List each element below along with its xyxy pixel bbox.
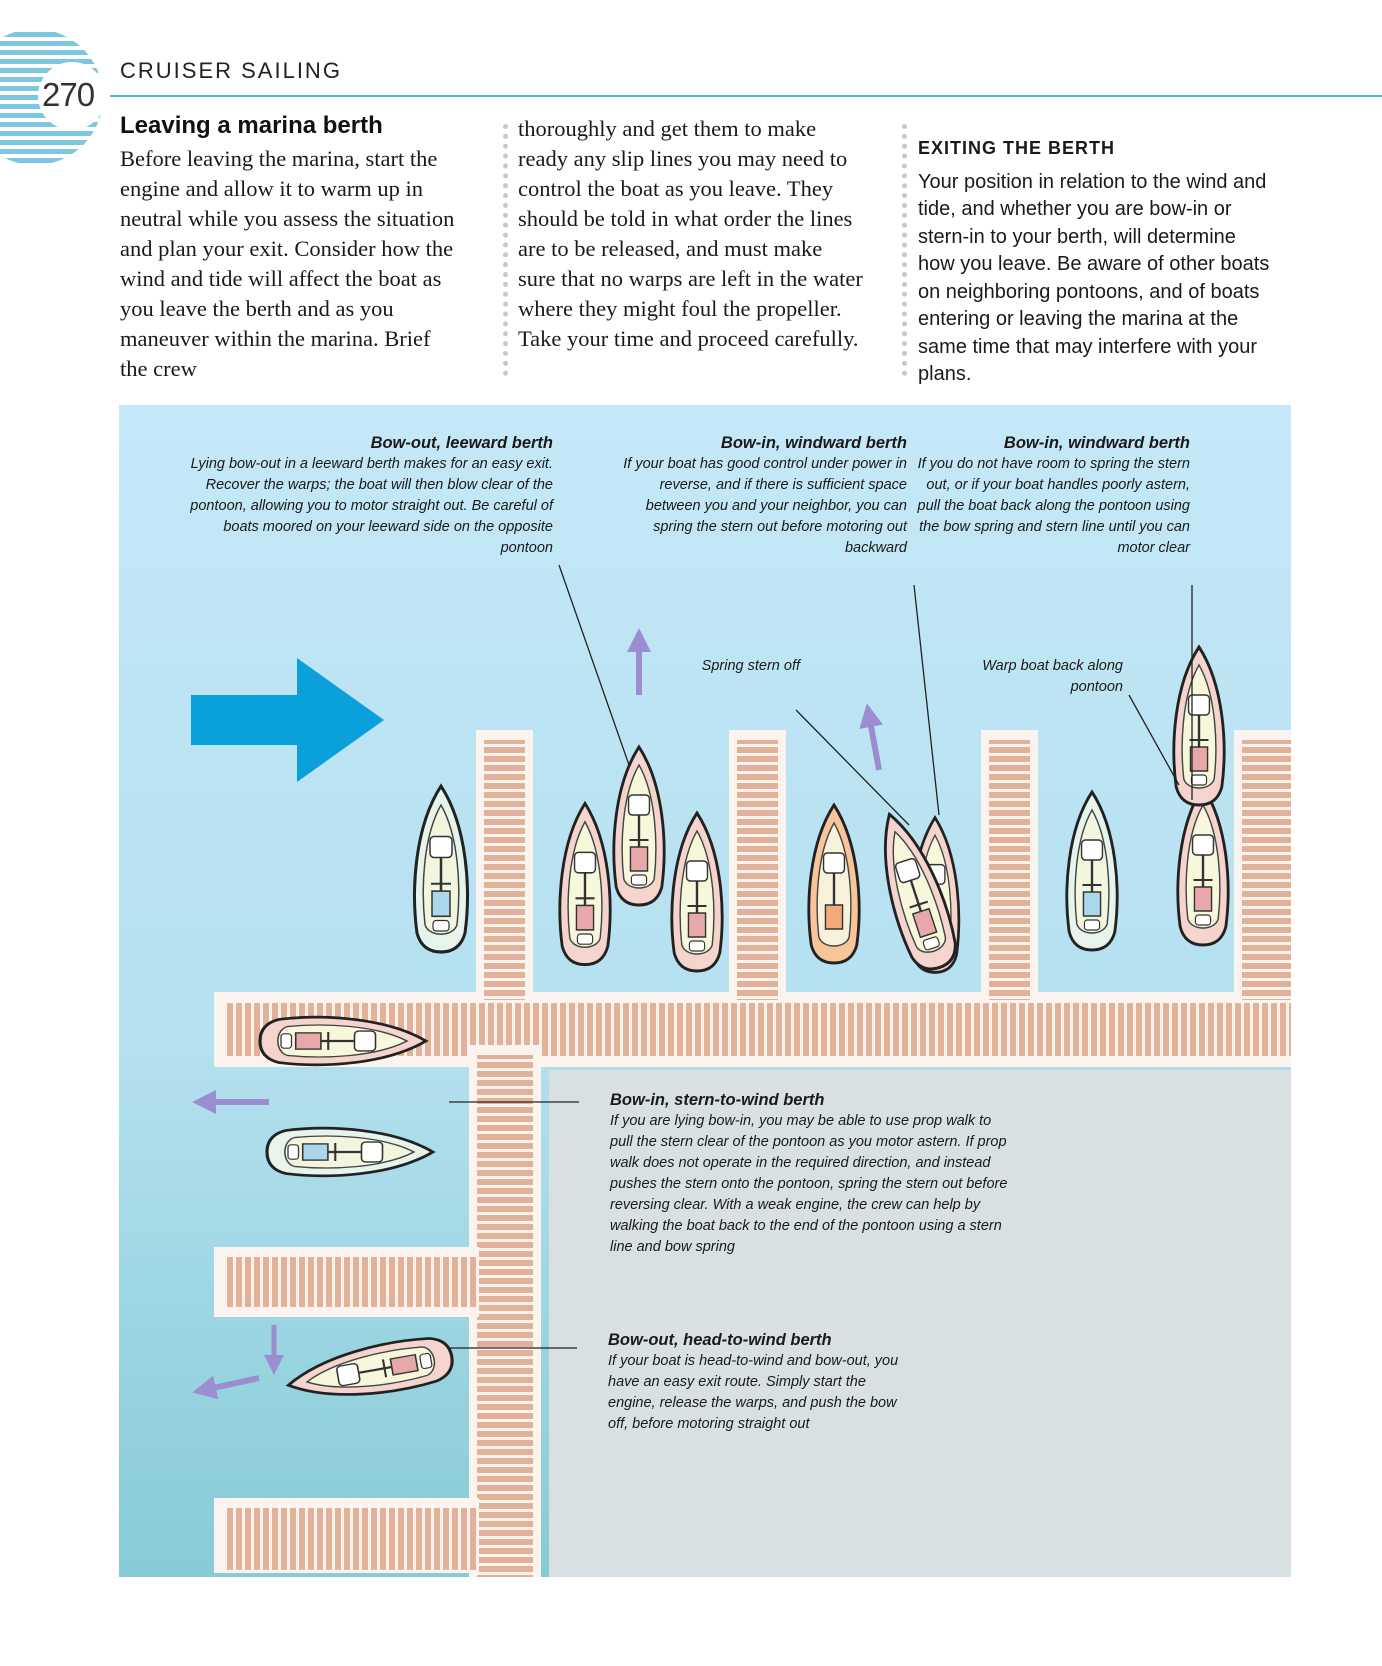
body-column-3: EXITING THE BERTH Your position in relat… [918,135,1278,389]
callout-text: If you are lying bow-in, you may be able… [610,1113,1008,1255]
callout-text: If you do not have room to spring the st… [917,456,1191,556]
page-number: 270 [42,76,95,113]
callout-bow-in-stern-to-wind: Bow-in, stern-to-wind berth If you are l… [610,1090,1010,1258]
body-column-2: thoroughly and get them to make ready an… [518,116,863,351]
wind-direction-arrow [191,658,384,782]
header-rule [110,95,1382,97]
exiting-berth-text: Your position in relation to the wind an… [918,170,1270,386]
body-column-1: Before leaving the marina, start the eng… [120,146,455,381]
exiting-berth-heading: EXITING THE BERTH [918,138,1116,158]
callout-bow-in-windward-warp: Bow-in, windward berth If you do not hav… [915,433,1191,559]
marina-diagram [119,405,1291,1577]
callout-bow-in-windward-spring: Bow-in, windward berth If your boat has … [615,433,907,559]
callout-title: Bow-in, windward berth [720,434,907,452]
label-warp-boat-back: Warp boat back along pontoon [982,658,1123,695]
callout-text: If your boat has good control under powe… [623,456,907,556]
callout-title: Bow-out, leeward berth [370,434,553,452]
column-divider [902,124,907,376]
section-title: CRUISER SAILING [120,58,342,83]
label-spring-stern-off: Spring stern off [701,658,800,674]
callout-text: If your boat is head-to-wind and bow-out… [608,1353,899,1432]
callout-title: Bow-in, stern-to-wind berth [610,1091,825,1109]
column-divider [503,124,508,376]
callout-title: Bow-in, windward berth [1003,434,1190,452]
article-heading: Leaving a marina berth [120,112,383,139]
callout-text: Lying bow-out in a leeward berth makes f… [190,456,553,556]
callout-bow-out-head-to-wind: Bow-out, head-to-wind berth If your boat… [608,1330,908,1435]
callout-bow-out-leeward: Bow-out, leeward berth Lying bow-out in … [180,433,553,559]
page-number-badge [0,29,106,165]
callout-title: Bow-out, head-to-wind berth [608,1331,832,1349]
